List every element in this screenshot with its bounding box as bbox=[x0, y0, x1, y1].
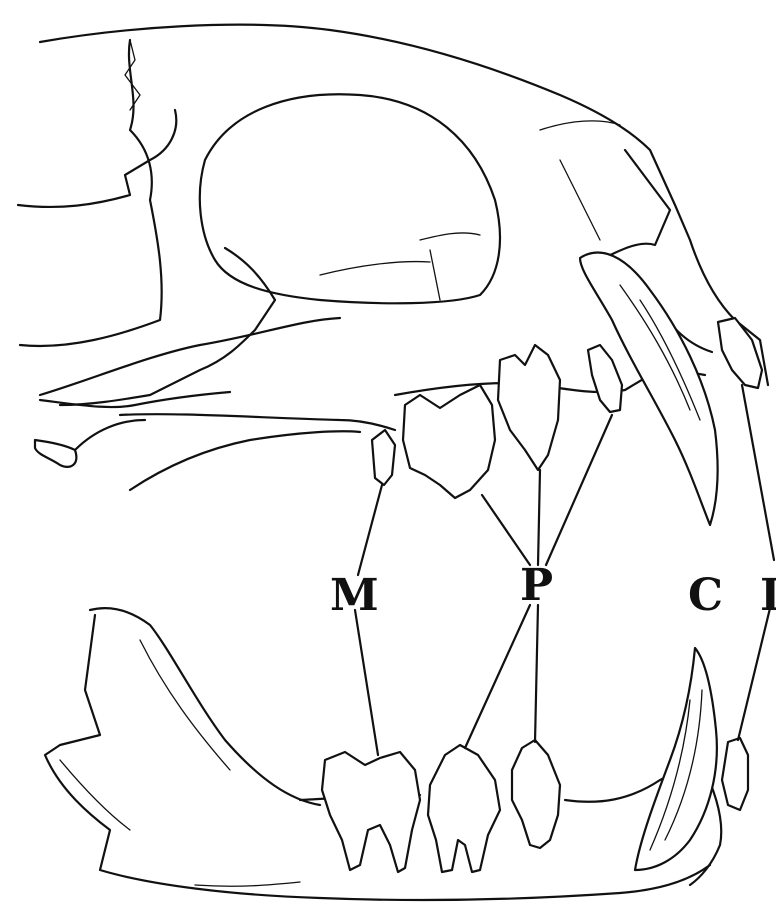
upper-premolar-middle bbox=[498, 345, 560, 470]
leader-p-upper-3 bbox=[546, 415, 612, 565]
snout-upper bbox=[600, 150, 670, 260]
label-canine: C bbox=[688, 570, 723, 621]
orbit-outline bbox=[200, 94, 500, 303]
zygomatic-lower bbox=[60, 248, 275, 405]
upper-incisor bbox=[718, 318, 762, 388]
lower-teeth bbox=[322, 648, 748, 872]
skull-back-cranium bbox=[20, 40, 162, 346]
leader-i-upper bbox=[742, 385, 774, 560]
orbit-inner-line bbox=[320, 233, 480, 300]
mandible-inner bbox=[60, 640, 300, 886]
leader-p-upper-1 bbox=[482, 495, 530, 565]
leader-p-upper-2 bbox=[538, 470, 540, 565]
zygomatic-arch bbox=[40, 318, 340, 407]
lower-premolar-2 bbox=[512, 740, 560, 848]
lower-molar bbox=[322, 752, 420, 872]
label-incisor: I bbox=[760, 570, 776, 621]
tooth-labels: M P C I bbox=[330, 560, 776, 621]
palate-line bbox=[120, 414, 395, 490]
upper-premolar-small bbox=[588, 345, 622, 412]
upper-premolar-large bbox=[403, 385, 495, 498]
lower-incisor bbox=[722, 738, 748, 810]
upper-molar bbox=[372, 430, 395, 485]
lower-jaw bbox=[45, 608, 721, 900]
leader-p-lower-2 bbox=[535, 605, 538, 742]
lower-canine bbox=[635, 648, 717, 870]
label-premolar: P bbox=[520, 560, 553, 611]
leader-m-upper bbox=[358, 485, 382, 575]
leader-m-lower bbox=[355, 610, 378, 755]
label-molar: M bbox=[330, 570, 379, 621]
lower-premolar-1 bbox=[428, 745, 500, 872]
snout-nasal bbox=[540, 121, 620, 240]
mandible-joint bbox=[35, 420, 145, 467]
skull-rear-outline bbox=[18, 110, 176, 207]
leader-i-lower bbox=[738, 600, 772, 740]
leader-p-lower-1 bbox=[465, 605, 530, 748]
upper-skull bbox=[18, 25, 768, 490]
